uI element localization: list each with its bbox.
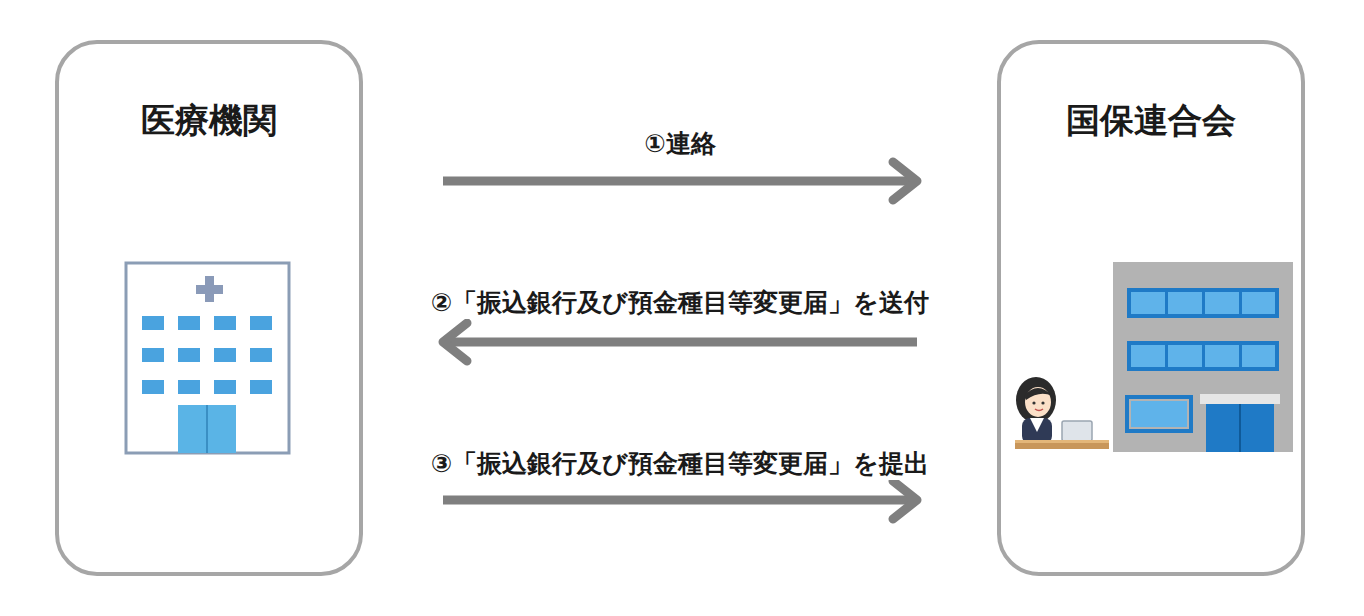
- arrow-shaft: [443, 496, 917, 505]
- flow-arrow: [443, 481, 917, 519]
- flow-arrow: [443, 162, 917, 200]
- entity-box: 医療機関: [55, 40, 363, 576]
- arrow-shaft: [443, 338, 917, 347]
- flow-arrow: [443, 323, 917, 361]
- arrow-shaft: [443, 177, 917, 186]
- step-label: ①連絡: [642, 127, 717, 160]
- office-building-icon: [1113, 262, 1293, 452]
- arrow-head: [893, 481, 917, 519]
- hospital-icon: [126, 263, 289, 453]
- step-label: ③「振込銀行及び預金種目等変更届」を提出: [429, 447, 931, 480]
- entity-name: 国保連合会: [1001, 98, 1301, 144]
- clerk-at-desk-icon: [1015, 377, 1109, 449]
- arrow-head: [893, 162, 917, 200]
- step-label: ②「振込銀行及び預金種目等変更届」を送付: [429, 286, 931, 319]
- entity-name: 医療機関: [59, 98, 359, 144]
- entity-box: 国保連合会: [997, 40, 1305, 576]
- arrow-head: [443, 323, 467, 361]
